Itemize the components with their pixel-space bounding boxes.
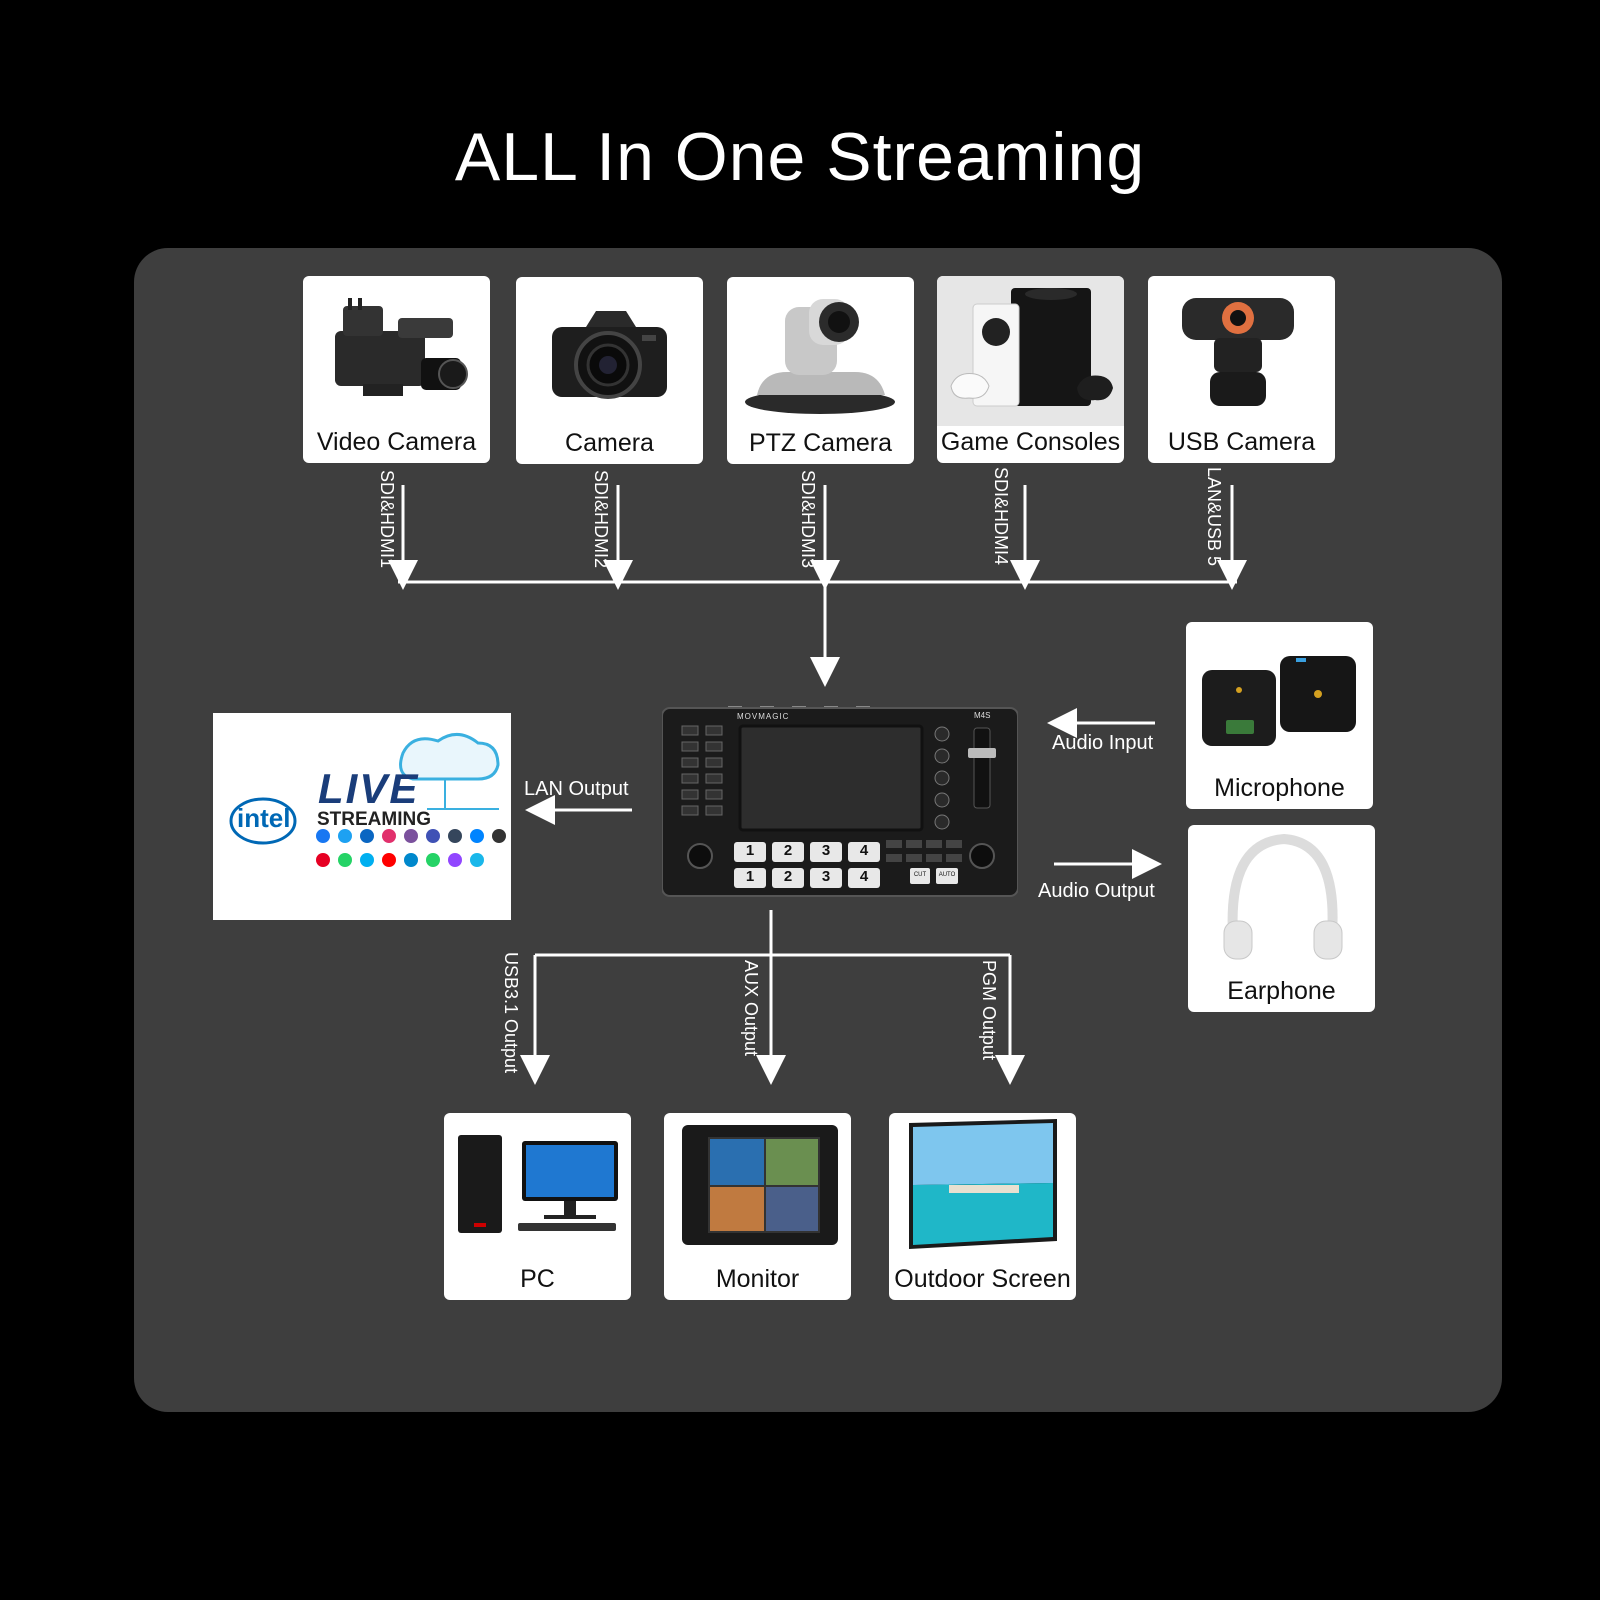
output-card-pc: PC — [444, 1113, 631, 1300]
audio-card-earphone: Earphone — [1188, 825, 1375, 1012]
pgm-button-4: 4 — [859, 842, 869, 859]
ptz-camera-icon — [745, 299, 895, 414]
usb-webcam-icon — [1182, 298, 1294, 406]
cut-button-label: CUT — [913, 872, 927, 878]
pgm-button-3: 3 — [821, 842, 831, 859]
input-label-usb-camera: USB Camera — [1167, 428, 1316, 456]
connector-label-pgm-output: PGM Output — [979, 960, 999, 1061]
pc-label: PC — [520, 1265, 555, 1293]
input-label-camera: Camera — [565, 429, 654, 457]
input-card-video-camera: Video Camera — [303, 276, 490, 463]
input-card-ptz-camera: PTZ Camera — [727, 277, 914, 464]
pvw-button-2: 2 — [783, 868, 793, 885]
headphones-icon — [1223, 833, 1343, 960]
pvw-button-1: 1 — [745, 868, 755, 885]
input-label-ptz-camera: PTZ Camera — [748, 429, 893, 457]
output-card-outdoor-screen: Outdoor Screen — [889, 1113, 1076, 1300]
input-label-video-camera: Video Camera — [316, 428, 477, 456]
live-streaming-logo: intel LIVE STREAMING — [213, 713, 511, 920]
switcher-device — [662, 706, 1018, 897]
game-console-icon — [937, 276, 1124, 426]
audio-output-label: Audio Output — [1038, 880, 1155, 902]
input-label-game-consoles: Game Consoles — [940, 428, 1121, 456]
pgm-button-1: 1 — [745, 842, 755, 859]
broadcast-monitor-icon — [682, 1125, 838, 1245]
pgm-button-2: 2 — [783, 842, 793, 859]
live-streaming-graphic — [229, 733, 506, 867]
audio-card-microphone: Microphone — [1186, 622, 1373, 809]
connector-label-aux-output: AUX Output — [741, 960, 761, 1057]
monitor-label: Monitor — [715, 1265, 800, 1293]
device-button-row-pgm: 1 2 3 4 — [734, 842, 880, 862]
earphone-label: Earphone — [1227, 977, 1336, 1005]
device-button-row-pvw: 1 2 3 4 — [734, 868, 880, 888]
connector-label-3: SDI&HDMI3 — [798, 470, 818, 569]
connector-label-usb-output: USB3.1 Output — [501, 952, 521, 1074]
connector-label-5: LAN&USB 5 — [1204, 467, 1224, 567]
input-card-game-consoles: Game Consoles — [937, 276, 1124, 463]
streaming-logo-text: STREAMING — [317, 809, 431, 830]
outdoor-screen-label: Outdoor Screen — [894, 1265, 1071, 1293]
social-icons — [316, 829, 506, 867]
live-logo-text: LIVE — [318, 765, 420, 812]
auto-button-label: AUTO — [938, 872, 956, 878]
connector-label-1: SDI&HDMI1 — [377, 470, 397, 569]
connector-label-4: SDI&HDMI4 — [991, 467, 1011, 566]
input-card-usb-camera: USB Camera — [1148, 276, 1335, 463]
device-model: M4S — [974, 711, 991, 720]
audio-input-label: Audio Input — [1052, 732, 1154, 754]
pvw-button-3: 3 — [821, 868, 831, 885]
wireless-microphone-icon — [1202, 656, 1356, 746]
device-brand: MOVMAGIC — [737, 712, 790, 721]
intel-brand-text: intel — [237, 803, 291, 833]
video-camera-icon — [335, 298, 468, 396]
connector-label-2: SDI&HDMI2 — [591, 470, 611, 569]
dslr-camera-icon — [552, 311, 667, 399]
output-card-monitor: Monitor — [664, 1113, 851, 1300]
led-screen-icon — [909, 1119, 1057, 1249]
microphone-label: Microphone — [1214, 774, 1345, 802]
pvw-button-4: 4 — [859, 868, 869, 885]
desktop-pc-icon — [458, 1135, 618, 1233]
page-title: ALL In One Streaming — [454, 119, 1146, 195]
lan-output-label: LAN Output — [524, 778, 629, 800]
input-card-camera: Camera — [516, 277, 703, 464]
